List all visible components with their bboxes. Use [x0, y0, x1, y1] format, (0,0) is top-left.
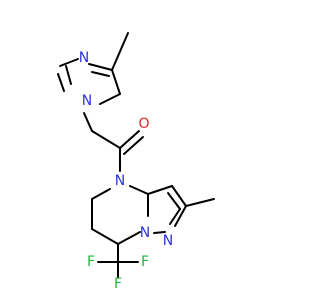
- bond: [111, 69, 121, 95]
- bond: [65, 65, 72, 85]
- bond: [119, 130, 140, 149]
- atom-label-n: N: [163, 233, 173, 249]
- bond: [59, 58, 79, 67]
- bond: [88, 63, 113, 71]
- bond: [117, 231, 141, 245]
- bond: [123, 136, 144, 155]
- bond: [169, 208, 181, 225]
- molecule-diagram: N N O N N N F F F: [57, 32, 215, 292]
- bond: [91, 228, 119, 245]
- atom-label-n: N: [140, 225, 150, 241]
- atom-labels: N N O N N N F F F: [79, 50, 173, 292]
- atom-label-f: F: [141, 254, 149, 270]
- atom-label-f: F: [114, 276, 122, 292]
- bond: [174, 205, 187, 227]
- bond: [185, 198, 215, 207]
- atom-label-n: N: [82, 93, 92, 109]
- bond: [91, 71, 110, 77]
- atom-label-f: F: [87, 254, 95, 270]
- bond: [91, 188, 111, 200]
- bond: [147, 185, 173, 195]
- bond: [111, 32, 129, 71]
- bond: [153, 231, 166, 234]
- bond: [99, 93, 121, 105]
- bond: [57, 73, 65, 92]
- bond: [167, 192, 181, 210]
- bond: [171, 185, 187, 207]
- bond: [83, 112, 93, 132]
- bond: [91, 130, 121, 149]
- atom-label-o: O: [138, 116, 149, 132]
- atom-label-n: N: [79, 50, 89, 66]
- atom-label-n: N: [115, 173, 125, 189]
- bond: [129, 185, 149, 195]
- bonds: [57, 32, 215, 278]
